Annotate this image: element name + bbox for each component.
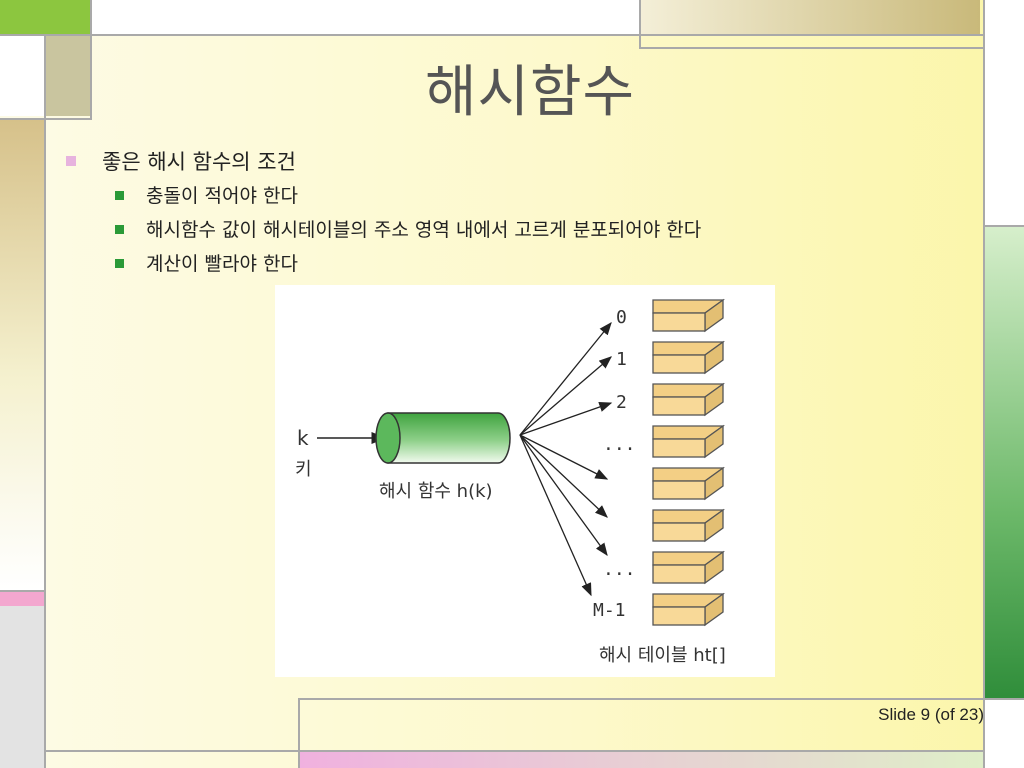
table-slot-box [652,550,726,585]
slide-number: Slide 9 (of 23) [878,705,984,724]
hash-function-caption: 해시 함수 h(k) [379,481,493,502]
hash-table-stack [652,298,726,627]
bullet-text: 해시함수 값이 해시테이블의 주소 영역 내에서 고르게 분포되어야 한다 [146,219,702,241]
table-slot-box [652,466,726,501]
frame-line [44,36,46,768]
slot-label: ... [603,434,636,455]
hash-function-cylinder [375,412,511,464]
green-square-bullet-icon [115,191,124,200]
left-white-block [0,36,44,116]
table-slot-box [652,382,726,417]
bullet-level1: 좋은 해시 함수의 조건 [60,145,960,179]
bullet-text: 좋은 해시 함수의 조건 [102,150,296,174]
diagram-svg: k 키 해시 함수 h(k) 0 1 2 ... ... M-1 [295,298,726,666]
bullet-level2: 해시함수 값이 해시테이블의 주소 영역 내에서 고르게 분포되어야 한다 [60,213,960,247]
frame-line [0,34,985,36]
table-slot-box [652,298,726,333]
bullet-text: 충돌이 적어야 한다 [146,185,298,207]
top-white-strip [90,0,640,34]
bullet-level2: 계산이 빨라야 한다 [60,247,960,281]
slot-label: ... [603,559,636,580]
bullet-list: 좋은 해시 함수의 조건 충돌이 적어야 한다 해시함수 값이 해시테이블의 주… [60,145,960,281]
fanout-arrows [519,321,613,597]
table-slot-box [652,508,726,543]
bullet-text: 계산이 빨라야 한다 [146,253,298,275]
frame-line [639,0,641,48]
green-square-bullet-icon [115,225,124,234]
slide-title: 해시함수 [424,60,636,125]
frame-line [985,698,1024,700]
hash-function-diagram: k 키 해시 함수 h(k) 0 1 2 ... ... M-1 [275,285,775,677]
slot-label: 1 [616,349,627,370]
key-symbol: k [297,426,309,450]
top-right-khaki-block [640,0,980,34]
frame-line [985,225,1024,227]
frame-line [0,118,90,120]
slot-label: 2 [616,392,627,413]
bullet-level2: 충돌이 적어야 한다 [60,179,960,213]
right-white-block [985,0,1024,225]
frame-line [298,698,300,768]
left-gradient-band [0,120,44,590]
frame-line [0,590,44,592]
frame-line [90,0,92,120]
table-slot-box [652,592,726,627]
right-green-band [985,225,1024,700]
bottom-pink-strip [300,752,985,768]
top-left-green-block [0,0,90,34]
left-pink-block [0,590,44,606]
frame-line [44,750,985,752]
right-bottom-white [985,700,1024,768]
pink-square-bullet-icon [66,156,76,166]
table-slot-box [652,340,726,375]
frame-line [983,0,985,768]
slot-label: 0 [616,307,627,328]
frame-line [639,47,985,49]
green-square-bullet-icon [115,259,124,268]
frame-line [298,698,985,700]
table-slot-box [652,424,726,459]
key-caption: 키 [295,459,312,480]
slot-label: M-1 [593,600,626,621]
left-grey-block [0,606,44,768]
left-khaki-block [44,36,90,116]
hash-table-caption: 해시 테이블 ht[] [599,645,726,666]
